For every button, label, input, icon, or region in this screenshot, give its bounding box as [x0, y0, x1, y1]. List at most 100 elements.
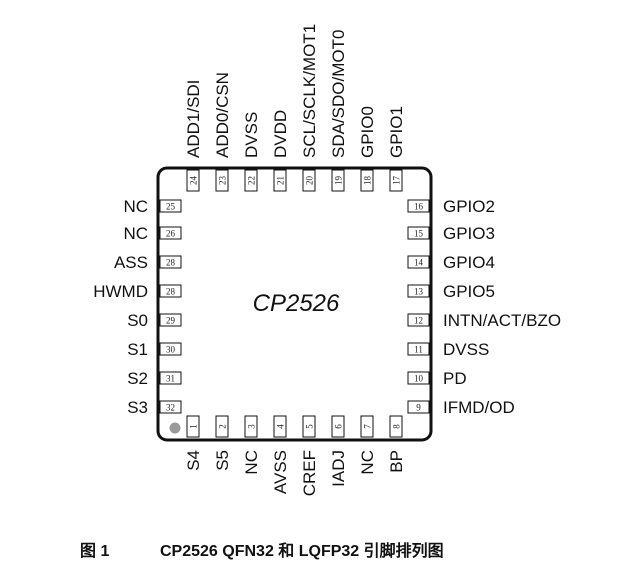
pin-top-4-number: 21 — [276, 176, 286, 185]
pin-bottom-1-pad — [186, 415, 200, 438]
pin-bottom-6-label: IADJ — [329, 450, 348, 487]
pin-bottom-7-number: 7 — [363, 424, 373, 429]
pin-right-7-number: 10 — [414, 374, 424, 384]
pin-top-1-label: ADD1/SDI — [184, 80, 203, 158]
pin-left-2-pad — [159, 226, 182, 240]
pin-bottom-8-label: BP — [387, 450, 406, 473]
pin-top-6-number: 19 — [334, 176, 344, 186]
pin-right-4-pad — [407, 284, 430, 298]
pin-right-8-pad — [407, 400, 430, 414]
pin-top-8-pad — [389, 169, 403, 192]
pin-right-6-number: 11 — [414, 345, 423, 355]
pin-right-1-number: 16 — [414, 202, 424, 212]
pin-right-3-pad — [407, 255, 430, 269]
pin-bottom-2-label: S5 — [213, 450, 232, 471]
figure-caption: CP2526 QFN32 和 LQFP32 引脚排列图 — [160, 541, 444, 560]
pin-bottom-2-number: 2 — [218, 424, 228, 429]
pin-right-8-number: 9 — [416, 403, 421, 413]
pin-left-1-number: 25 — [166, 202, 176, 212]
pin-left-4-number: 28 — [166, 287, 176, 297]
pin-top-1-pad — [186, 169, 200, 192]
pin-right-3-number: 14 — [414, 258, 424, 268]
pin-left-4-pad — [159, 284, 182, 298]
pin-right-5-number: 12 — [414, 316, 423, 326]
pin-bottom-8-pad — [389, 415, 403, 438]
pin-left-5-pad — [159, 313, 182, 327]
pin-left-8-label: S3 — [127, 398, 148, 417]
chip-name: CP2526 — [253, 290, 340, 317]
pin-top-4-pad — [273, 169, 287, 192]
pin-left-4-label: HWMD — [93, 282, 148, 301]
pin-bottom-7-pad — [360, 415, 374, 438]
pin-bottom-6-number: 6 — [334, 424, 344, 429]
pin-right-1-label: GPIO2 — [443, 197, 495, 216]
pin-bottom-3-label: NC — [242, 450, 261, 475]
pin-left-6-pad — [159, 342, 182, 356]
pin-right-4-label: GPIO5 — [443, 282, 495, 301]
chip-body — [156, 166, 433, 442]
pin-right-2-label: GPIO3 — [443, 224, 495, 243]
pin-top-5-pad — [302, 169, 316, 192]
pin-right-3-label: GPIO4 — [443, 253, 495, 272]
pin-top-4-label: DVDD — [271, 110, 290, 158]
pin-left-8-pad — [159, 400, 182, 414]
pin-top-8-number: 17 — [392, 176, 402, 186]
pin-left-6-label: S1 — [127, 340, 148, 359]
pin-top-7-pad — [360, 169, 374, 192]
pin-bottom-3-pad — [244, 415, 258, 438]
pin-bottom-1-number: 1 — [189, 424, 199, 429]
pin-top-6-label: SDA/SDO/MOT0 — [329, 30, 348, 158]
pin-top-5-label: SCL/SCLK/MOT1 — [300, 24, 319, 158]
pin-top-8-label: GPIO1 — [387, 106, 406, 158]
pin-bottom-5-number: 5 — [305, 424, 315, 429]
pin-left-2-number: 26 — [166, 229, 176, 239]
pin-left-5-label: S0 — [127, 311, 148, 330]
pin-left-5-number: 29 — [166, 316, 176, 326]
pin-right-6-label: DVSS — [443, 340, 489, 359]
pin-bottom-1-label: S4 — [184, 450, 203, 471]
pin-top-3-number: 22 — [247, 176, 257, 185]
pin-top-5-number: 20 — [305, 176, 315, 186]
pin-left-8-number: 32 — [166, 403, 175, 413]
pin-left-7-pad — [159, 371, 182, 385]
pin-bottom-2-pad — [215, 415, 229, 438]
pin-bottom-6-pad — [331, 415, 345, 438]
pin-right-6-pad — [407, 342, 430, 356]
pin-right-8-label: IFMD/OD — [443, 398, 515, 417]
pin-bottom-8-number: 8 — [392, 424, 402, 429]
pin-left-3-label: ASS — [114, 253, 148, 272]
pin-bottom-4-pad — [273, 415, 287, 438]
pin-bottom-3-number: 3 — [247, 424, 257, 429]
pin-left-3-pad — [159, 255, 182, 269]
pin-right-5-label: INTN/ACT/BZO — [443, 311, 561, 330]
pin-right-1-pad — [407, 199, 430, 213]
pin-top-7-label: GPIO0 — [358, 106, 377, 158]
pin-right-2-pad — [407, 226, 430, 240]
pin-left-1-pad — [159, 199, 182, 213]
pin-bottom-5-label: CREF — [300, 450, 319, 496]
pin-right-7-pad — [407, 371, 430, 385]
pin-top-2-pad — [215, 169, 229, 192]
pin-top-7-number: 18 — [363, 176, 373, 186]
pin-left-7-label: S2 — [127, 369, 148, 388]
pin-top-3-label: DVSS — [242, 112, 261, 158]
pin-top-1-number: 24 — [189, 176, 199, 186]
pin-left-3-number: 28 — [166, 258, 176, 268]
pin1-marker-dot — [169, 422, 181, 434]
pin-right-2-number: 15 — [414, 229, 424, 239]
pin-top-2-number: 23 — [218, 176, 228, 186]
pin-bottom-4-number: 4 — [276, 424, 286, 429]
figure-number: 图 1 — [80, 542, 109, 560]
pin-right-4-number: 13 — [414, 287, 424, 297]
pin-top-3-pad — [244, 169, 258, 192]
pin-top-2-label: ADD0/CSN — [213, 72, 232, 158]
pin-left-2-label: NC — [123, 224, 148, 243]
pin-top-6-pad — [331, 169, 345, 192]
pin-right-7-label: PD — [443, 369, 467, 388]
pin-right-5-pad — [407, 313, 430, 327]
pin-left-6-number: 30 — [166, 345, 176, 355]
pin-bottom-7-label: NC — [358, 450, 377, 475]
pin-left-7-number: 31 — [166, 374, 175, 384]
